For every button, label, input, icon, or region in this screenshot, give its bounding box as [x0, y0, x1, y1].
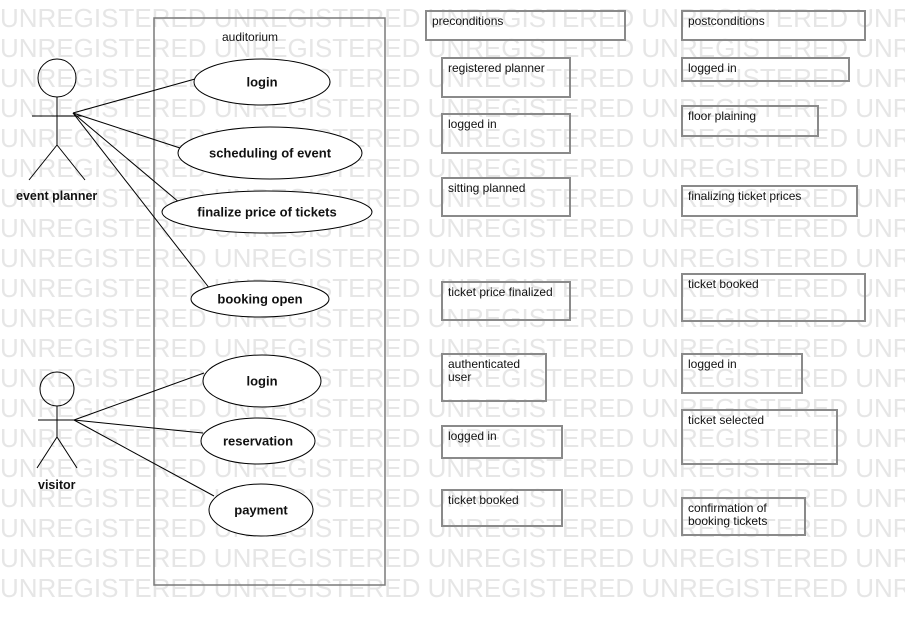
- system-boundary: [153, 17, 386, 586]
- assoc-planner-booking: [72, 112, 211, 290]
- precondition-box: ticket booked: [441, 489, 563, 527]
- usecase-planner-login-shape: [193, 58, 331, 106]
- usecase-finalize-shape: [161, 190, 373, 234]
- precondition-box: registered planner: [441, 57, 571, 98]
- usecase-visitor-login-shape: [202, 354, 322, 408]
- actor-event-planner-figure: [28, 58, 86, 181]
- usecase-booking-open: booking open: [217, 291, 303, 307]
- postconditions-header: postconditions: [681, 10, 866, 41]
- actor-event-planner-label: event planner: [16, 189, 98, 203]
- assoc-planner-scheduling: [72, 112, 181, 149]
- precondition-box: sitting planned: [441, 177, 571, 217]
- assoc-planner-login: [72, 78, 196, 114]
- actor-visitor-figure: [36, 371, 78, 469]
- system-title: auditorium: [222, 30, 279, 44]
- precondition-box: ticket price finalized: [441, 281, 571, 321]
- postcondition-box: confirmation of booking tickets: [681, 497, 806, 536]
- usecase-planner-login: login: [246, 74, 278, 90]
- usecase-visitor-login: login: [246, 373, 278, 389]
- usecase-scheduling-of-event: scheduling of event: [208, 145, 332, 161]
- postcondition-box: ticket selected: [681, 409, 838, 465]
- postcondition-box: ticket booked: [681, 273, 866, 322]
- actor-visitor-label: visitor: [38, 478, 76, 492]
- postcondition-box: logged in: [681, 353, 803, 394]
- usecase-booking-shape: [190, 280, 330, 318]
- assoc-visitor-login: [73, 372, 205, 421]
- usecase-reservation-shape: [200, 417, 316, 465]
- usecase-reservation: reservation: [222, 433, 294, 449]
- precondition-box: logged in: [441, 113, 571, 154]
- precondition-box: authenticated user: [441, 353, 547, 402]
- usecase-scheduling-shape: [177, 126, 363, 180]
- postcondition-box: finalizing ticket prices: [681, 185, 858, 217]
- usecase-payment: payment: [234, 502, 288, 518]
- assoc-visitor-reservation: [73, 419, 204, 434]
- assoc-visitor-payment: [73, 419, 215, 497]
- usecase-finalize-price: finalize price of tickets: [197, 204, 337, 220]
- preconditions-header: preconditions: [425, 10, 626, 41]
- precondition-box: logged in: [441, 425, 563, 459]
- postcondition-box: floor plaining: [681, 105, 819, 137]
- assoc-planner-finalize: [72, 112, 181, 204]
- usecase-payment-shape: [208, 483, 314, 537]
- postcondition-box: logged in: [681, 57, 850, 82]
